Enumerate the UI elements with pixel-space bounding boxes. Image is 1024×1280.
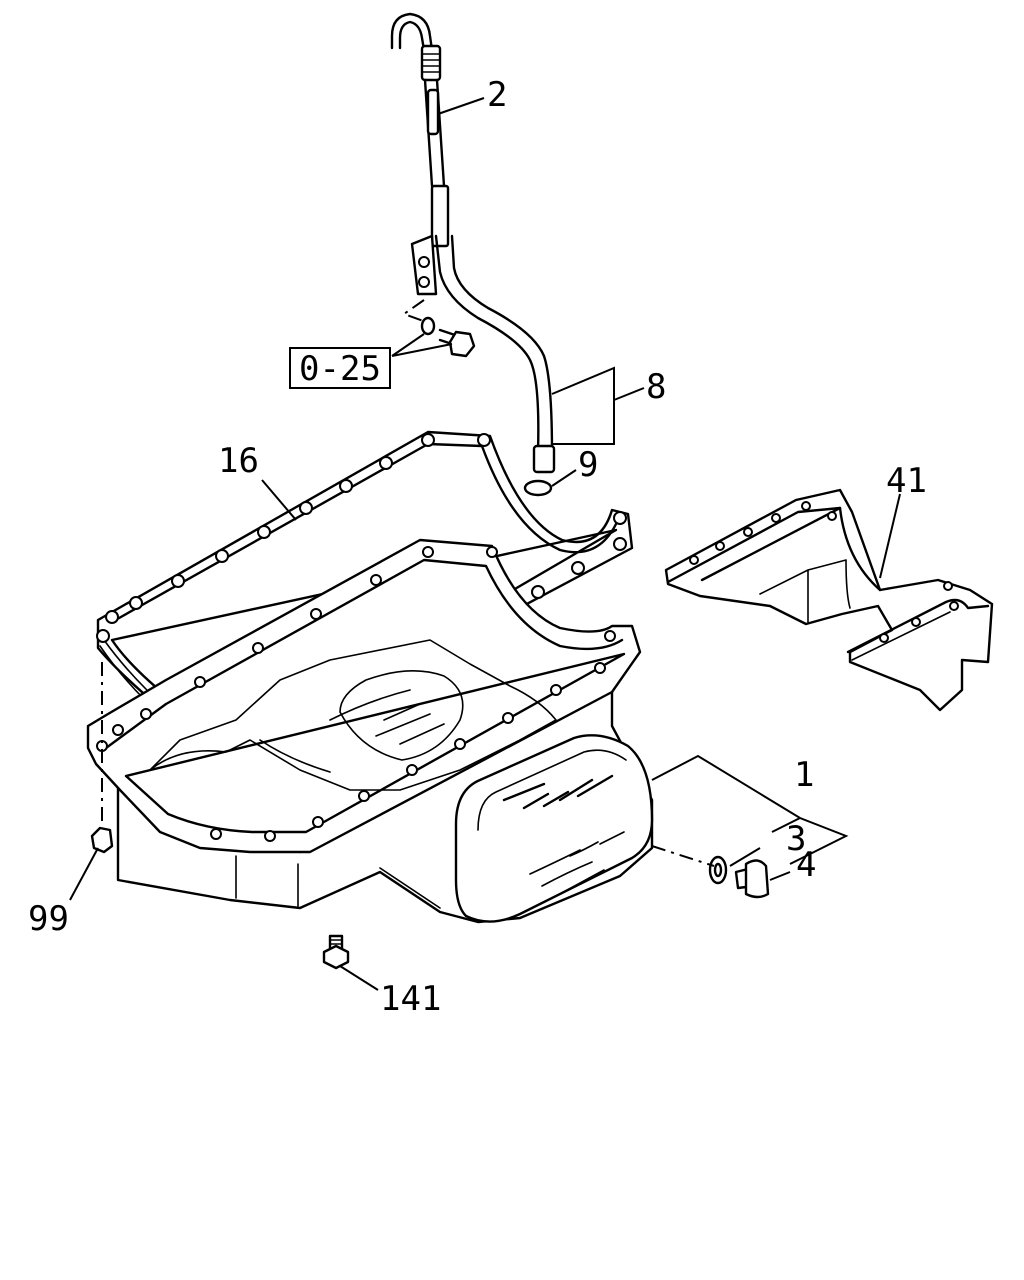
drain-plug-part <box>734 859 770 899</box>
callout-99: 99 <box>28 899 69 939</box>
stud-bolt-part <box>322 934 350 970</box>
o-ring-part <box>523 479 553 497</box>
callout-9: 9 <box>578 445 598 485</box>
dipstick-guide-tube <box>410 234 556 474</box>
callout-3: 3 <box>786 819 806 859</box>
callout-16: 16 <box>218 441 259 481</box>
dipstick-part <box>390 12 450 248</box>
oil-pan-baffle-part <box>664 488 994 712</box>
drain-washer-part <box>651 845 728 885</box>
reference-box: 0-25 <box>289 347 391 389</box>
callout-8: 8 <box>646 367 666 407</box>
callout-41: 41 <box>886 461 927 501</box>
reference-label: 0-25 <box>299 349 381 389</box>
callout-1: 1 <box>794 755 814 795</box>
callout-2: 2 <box>487 75 507 115</box>
leader-lines <box>69 97 901 991</box>
oil-pan-part <box>86 538 654 924</box>
bracket-bolt-part <box>401 299 476 358</box>
callout-141: 141 <box>380 979 441 1019</box>
locating-pin-part <box>90 662 114 854</box>
callout-4: 4 <box>796 845 816 885</box>
